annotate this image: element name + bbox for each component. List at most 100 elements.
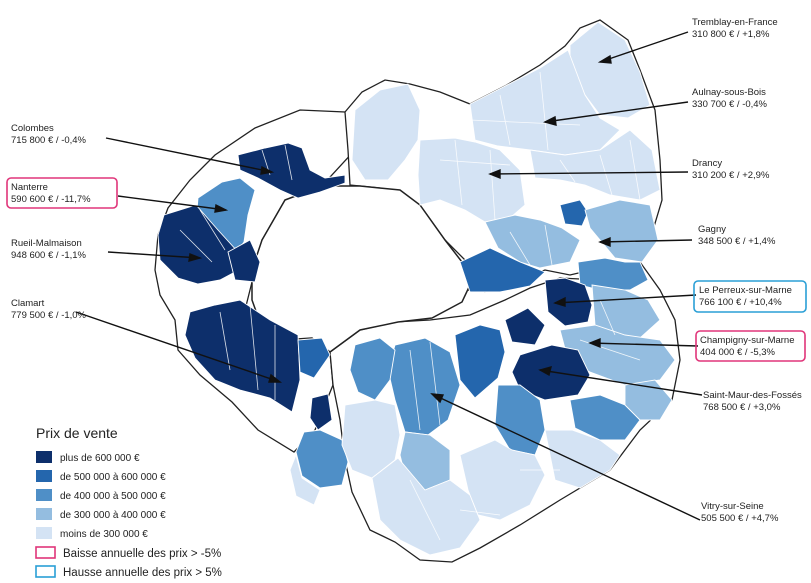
svg-text:Drancy: Drancy [692,158,722,169]
svg-text:766 100 € / +10,4%: 766 100 € / +10,4% [699,297,782,308]
commune-suresnes [227,239,261,283]
commune-saint-denis [351,83,421,181]
city-name: Le Perreux-sur-Marne [699,285,792,296]
nanterre-decrease-box [6,177,118,209]
arrow-perreux [554,294,697,304]
arrow-saint-maur [539,369,703,396]
city-price: 779 500 € [11,310,54,321]
svg-text:Rueil-Malmaison: Rueil-Malmaison [11,238,82,249]
commune-rueil-malmaison [157,204,239,285]
city-price: 404 000 € [700,347,743,358]
svg-text:310 800 € / +1,8%: 310 800 € / +1,8% [692,29,770,40]
arrow-nanterre [117,195,227,211]
legend-swatch-increase [35,565,56,578]
commune-orly-choisy [371,457,481,556]
perreux-increase-box [693,280,807,313]
svg-text:404 000 € / -5,3%: 404 000 € / -5,3% [700,347,776,358]
svg-text:590 600 € / -11,7%: 590 600 € / -11,7% [11,194,91,205]
champigny-decrease-box [695,330,806,362]
city-change: +1,4% [748,236,776,247]
commune-maisons-alfort [454,324,506,399]
commune-chatillon [297,337,331,379]
svg-text:Clamart: Clamart [11,298,45,309]
commune-aulnay-sous-bois [469,49,621,156]
arrow-gagny [599,239,693,243]
city-change: +2,9% [742,170,770,181]
legend-title: Prix de vente [36,425,118,441]
city-price: 348 500 € [698,236,741,247]
svg-text:Saint-Maur-des-Fossés: Saint-Maur-des-Fossés [703,390,802,401]
city-name: Rueil-Malmaison [11,238,82,249]
commune-ivry [349,337,396,401]
svg-text:Aulnay-sous-Bois: Aulnay-sous-Bois [692,87,766,98]
svg-text:Nanterre: Nanterre [11,182,48,193]
svg-text:779 500 € / -1,0%: 779 500 € / -1,0% [11,310,87,321]
legend-swatch-c4 [36,470,52,482]
svg-text:Vitry-sur-Seine: Vitry-sur-Seine [701,501,764,512]
city-change: -0,4% [61,135,86,146]
commune-saint-maur-des-fosses [511,344,591,401]
city-change: +10,4% [749,297,782,308]
legend-label-increase: Hausse annuelle des prix > 5% [63,567,222,579]
svg-text:948 600 € / -1,1%: 948 600 € / -1,1% [11,250,87,261]
city-price: 505 500 € [701,513,744,524]
city-price: 330 700 € [692,99,735,110]
commune-sucy-en-brie [569,394,641,441]
svg-text:768 500 € / +3,0%: 768 500 € / +3,0% [703,402,781,413]
commune-villeneuve [459,439,546,521]
legend-swatch-c2 [36,508,52,520]
svg-text:Le Perreux-sur-Marne: Le Perreux-sur-Marne [699,285,792,296]
legend-swatch-decrease [35,546,56,559]
city-change: -5,3% [750,347,775,358]
city-change: -0,4% [742,99,767,110]
legend-label-c1: moins de 300 000 € [60,529,148,540]
commune-bourg-la-reine [289,453,321,506]
paris-outline [251,185,471,353]
legend-swatch-c1 [36,527,52,539]
arrow-colombes [105,137,273,173]
commune-chennevieres [624,379,673,421]
city-name: Vitry-sur-Seine [701,501,764,512]
legend-label-c5: plus de 600 000 € [60,453,140,464]
city-price: 310 800 € [692,29,735,40]
city-price: 948 600 € [11,250,54,261]
city-name: Clamart [11,298,45,309]
city-price: 768 500 € [703,402,746,413]
legend-label-decrease: Baisse annuelle des prix > -5% [63,548,221,560]
legend: Prix de vente plus de 600 000 € de 500 0… [35,425,222,579]
legend-swatch-c3 [36,489,52,501]
commune-vincennes [504,307,546,346]
city-price: 310 200 € [692,170,735,181]
commune-vitry-sur-seine [387,337,461,436]
commune-gagny [584,199,659,263]
commune-clamart-group [184,299,301,413]
svg-text:348 500 € / +1,4%: 348 500 € / +1,4% [698,236,776,247]
commune-creteil [494,384,546,456]
legend-swatch-c5 [36,451,52,463]
legend-label-c3: de 400 000 à 500 000 € [60,491,166,502]
arrow-champigny [589,342,699,347]
svg-text:Tremblay-en-France: Tremblay-en-France [692,17,778,28]
city-change: -11,7% [61,194,91,205]
city-name: Nanterre [11,182,48,193]
city-change: +3,0% [753,402,781,413]
city-name: Saint-Maur-des-Fossés [703,390,802,401]
legend-label-c2: de 300 000 à 400 000 € [60,510,166,521]
commune-livry-gargan [529,129,661,201]
commune-rosny [559,199,589,227]
city-change: -1,1% [61,250,86,261]
commune-polygons [157,21,676,556]
city-name: Champigny-sur-Marne [700,335,795,346]
arrow-drancy [489,171,689,175]
commune-bagnolet [459,247,546,293]
svg-text:Champigny-sur-Marne: Champigny-sur-Marne [700,335,795,346]
arrow-vitry [431,393,701,521]
svg-text:715 800 € / -0,4%: 715 800 € / -0,4% [11,135,87,146]
commune-antony [295,429,349,489]
commune-neuilly-plaisance [577,257,649,291]
city-change: -1,0% [61,310,86,321]
commune-colombes [237,142,346,199]
city-labels: Tremblay-en-France 310 800 € / +1,8% Aul… [11,17,802,524]
arrow-clamart [75,311,281,383]
